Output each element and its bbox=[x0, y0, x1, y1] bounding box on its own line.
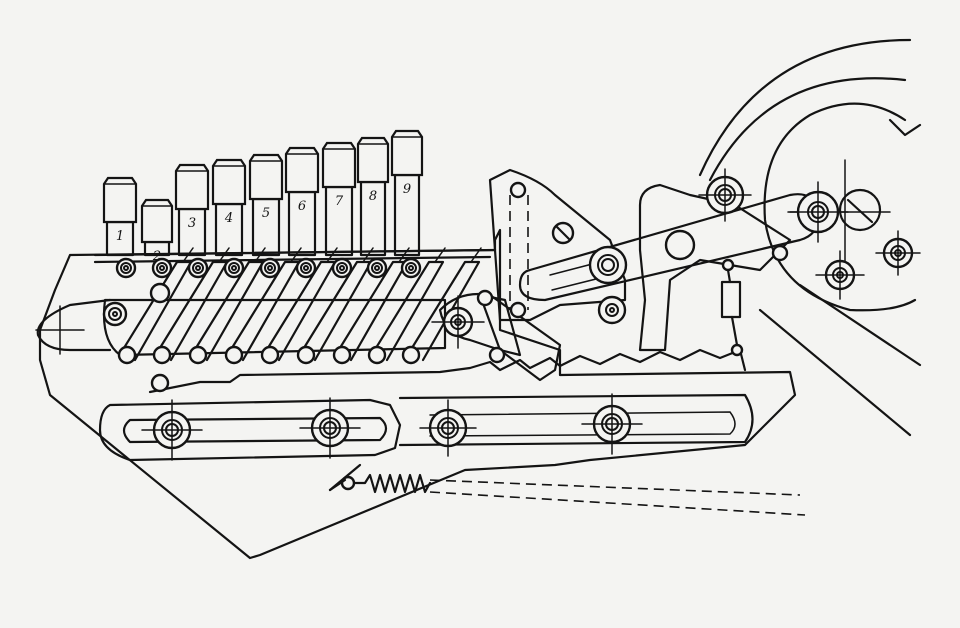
pivot-key-4 bbox=[223, 257, 245, 279]
pivot-arm-lower bbox=[597, 295, 627, 325]
key-6 bbox=[284, 146, 320, 257]
pivot-lever-2 bbox=[152, 345, 172, 365]
center-mark-9 bbox=[815, 250, 865, 300]
pivot-lever-6 bbox=[296, 345, 316, 365]
pivot-pawl-bottom bbox=[488, 346, 506, 364]
lever-5 bbox=[261, 247, 338, 362]
pivot-crank-top bbox=[509, 181, 527, 199]
bell-crank bbox=[488, 168, 627, 322]
small-spring bbox=[720, 258, 744, 357]
key-3 bbox=[174, 163, 210, 257]
upper-link-plate bbox=[638, 183, 792, 352]
pivot-arm-mid bbox=[664, 229, 696, 261]
key-label-1: 1 bbox=[116, 229, 124, 244]
pivot-key-6 bbox=[295, 257, 317, 279]
pivot-lever-1 bbox=[117, 345, 137, 365]
center-mark-5 bbox=[431, 295, 485, 349]
pivot-plate-small bbox=[771, 244, 789, 262]
key-9 bbox=[390, 129, 424, 257]
center-mark-2 bbox=[299, 397, 361, 459]
right-lower-bar bbox=[398, 393, 754, 447]
spring-cord-upper bbox=[429, 479, 801, 496]
toothed-rack bbox=[148, 348, 747, 394]
key-label-3: 3 bbox=[188, 216, 196, 231]
center-mark-1 bbox=[141, 399, 203, 461]
key-label-7: 7 bbox=[335, 194, 344, 209]
pivot-key-1 bbox=[115, 257, 137, 279]
drum-assembly bbox=[698, 38, 922, 312]
center-mark-10 bbox=[875, 230, 921, 276]
pivot-lever-7 bbox=[332, 345, 352, 365]
frame-plate bbox=[38, 228, 797, 560]
lever-6 bbox=[297, 247, 374, 362]
pivot-key-7 bbox=[331, 257, 353, 279]
center-mark-3 bbox=[419, 399, 477, 457]
center-mark-7 bbox=[787, 181, 849, 243]
support-arm-lower bbox=[758, 308, 912, 437]
key-label-8: 8 bbox=[369, 189, 377, 204]
pivot-ball bbox=[149, 282, 171, 304]
lever-3 bbox=[189, 247, 266, 362]
lever-8 bbox=[369, 247, 446, 362]
center-mark-4 bbox=[581, 393, 643, 455]
keyboard bbox=[102, 129, 424, 257]
pivot-lever-8 bbox=[367, 345, 387, 365]
key-labels: 1 2 3 4 5 6 7 8 9 bbox=[116, 182, 411, 264]
pivot-lever-5 bbox=[260, 345, 280, 365]
pawl-link bbox=[478, 293, 522, 357]
pivot-crank-bottom bbox=[509, 301, 527, 319]
pivot-lever-9 bbox=[401, 345, 421, 365]
lever-2 bbox=[153, 247, 230, 362]
key-label-4: 4 bbox=[224, 211, 233, 226]
pivot-nose bbox=[102, 301, 128, 327]
pivot-key-8 bbox=[366, 257, 388, 279]
pivot-arm-left bbox=[588, 245, 628, 285]
slide-plate bbox=[98, 398, 402, 462]
pivot-lever-4 bbox=[224, 345, 244, 365]
key-label-2: 2 bbox=[152, 249, 161, 264]
key-label-9: 9 bbox=[403, 182, 411, 197]
center-mark-8 bbox=[698, 168, 752, 222]
center-marks bbox=[35, 168, 921, 461]
spring-cord-lower bbox=[429, 491, 806, 516]
pivot-key-2 bbox=[151, 257, 173, 279]
key-label-5: 5 bbox=[262, 206, 270, 221]
slide-plate-slot bbox=[122, 416, 388, 444]
center-mark-6 bbox=[35, 305, 85, 355]
pivot-lever-3 bbox=[188, 345, 208, 365]
key-5 bbox=[248, 153, 284, 257]
key-4 bbox=[211, 158, 247, 257]
pivot-key-3 bbox=[187, 257, 209, 279]
pivot-rack bbox=[150, 373, 170, 393]
right-lower-slot bbox=[429, 411, 736, 437]
lever-4 bbox=[225, 247, 302, 362]
key-8 bbox=[356, 136, 390, 257]
key-7 bbox=[321, 141, 357, 257]
pivot-pawl-top bbox=[476, 289, 494, 307]
lever-1 bbox=[117, 247, 194, 362]
key-2 bbox=[140, 198, 174, 257]
pivot-key-5 bbox=[259, 257, 281, 279]
tension-spring bbox=[328, 463, 432, 494]
pivot-key-9 bbox=[400, 257, 422, 279]
key-label-6: 6 bbox=[298, 199, 306, 214]
key-1 bbox=[102, 176, 138, 257]
lever-7 bbox=[333, 247, 410, 362]
